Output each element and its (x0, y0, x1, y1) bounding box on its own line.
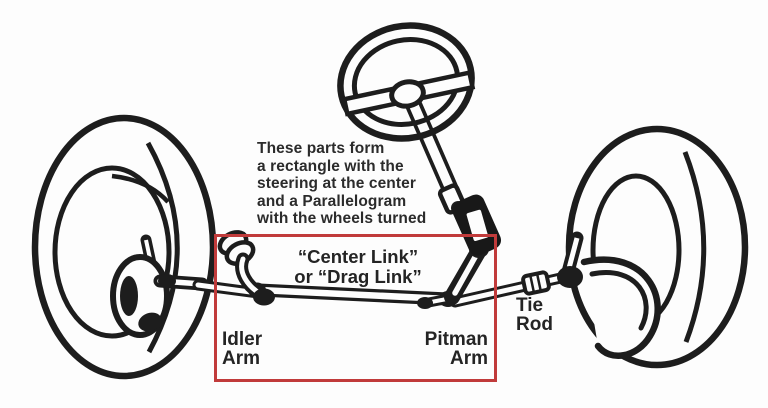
idler-arm-label-line-2: Arm (222, 347, 261, 369)
center-link-label-line-2: or “Drag Link” (294, 265, 422, 287)
center-link-label-line-1: “Center Link” (297, 246, 419, 267)
pitman-arm-label-line-1: Pitman (424, 329, 488, 350)
idler-arm (217, 230, 275, 306)
tie-rod-label: Tie Rod (516, 295, 553, 335)
annotation-line-2: a rectangle with the (257, 157, 404, 175)
annotation-text: These parts form a rectangle with the st… (257, 140, 426, 228)
steering-wheel (337, 22, 476, 142)
tie-rod-sleeve (521, 270, 551, 296)
idler-arm-label: Idler Arm (222, 329, 263, 369)
annotation-line-3: steering at the center (257, 175, 416, 193)
idler-arm-label-line-1: Idler (222, 329, 263, 350)
left-tire (31, 114, 217, 380)
tie-rod-label-line-2: Rod (516, 313, 553, 335)
steering-gearbox (452, 194, 502, 256)
tie-rod-label-line-1: Tie (516, 295, 544, 316)
annotation-line-1: These parts form (257, 140, 385, 157)
pitman-arm-label: Pitman Arm (405, 329, 488, 369)
pitman-arm-label-line-2: Arm (449, 347, 488, 369)
right-tie-rod (449, 270, 571, 308)
left-steering-knuckle (110, 234, 209, 338)
annotation-line-4: and a Parallelogram (257, 192, 407, 210)
right-steering-knuckle (557, 231, 661, 359)
highlight-rectangle (214, 234, 497, 382)
center-link-label: “Center Link” or “Drag Link” (272, 247, 444, 286)
annotation-line-5: with the wheels turned (257, 210, 427, 228)
